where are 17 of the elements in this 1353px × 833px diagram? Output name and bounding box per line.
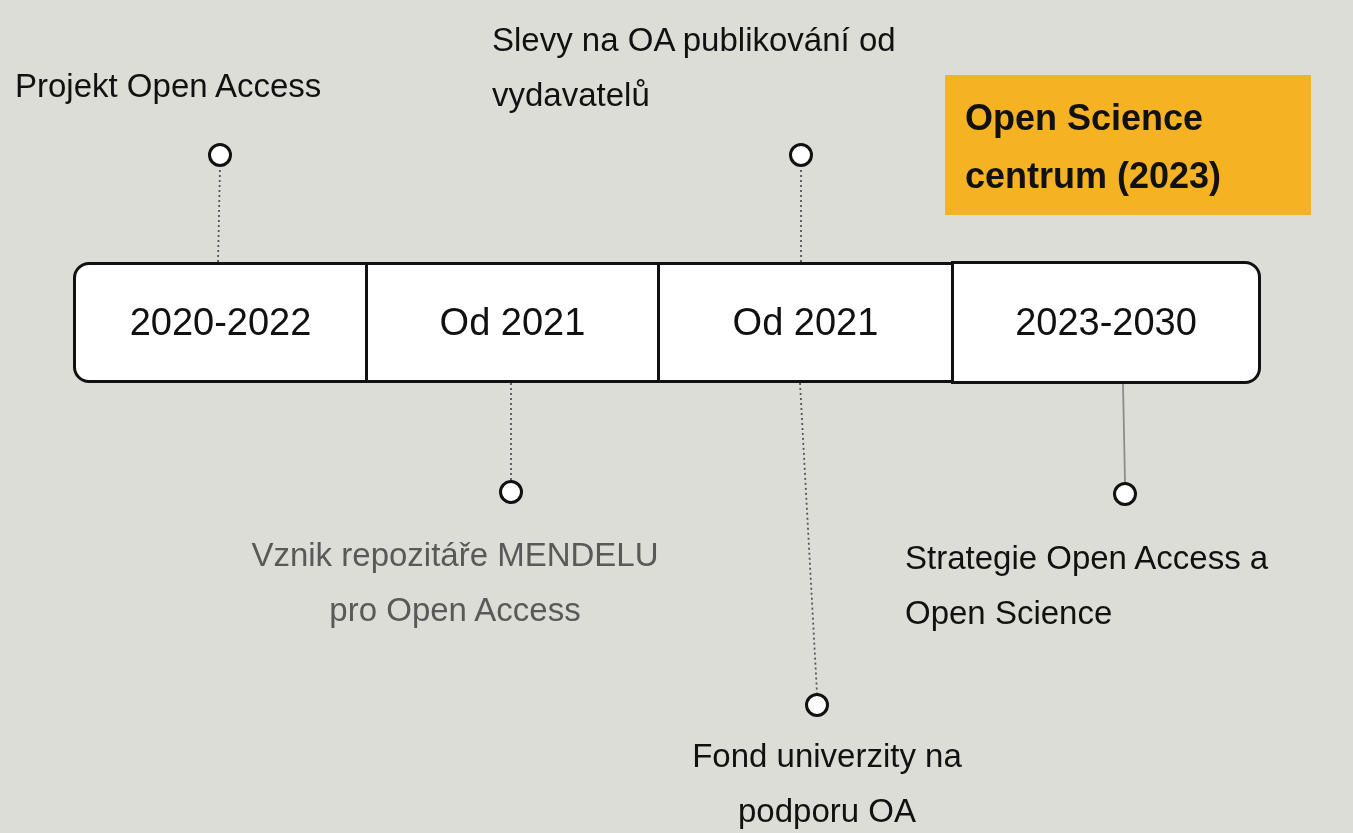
- timeline-marker: [499, 480, 523, 504]
- timeline-marker: [1113, 482, 1137, 506]
- event-label: Strategie Open Access a Open Science: [905, 538, 1270, 633]
- timeline-marker: [805, 693, 829, 717]
- timeline-segment: 2023-2030: [951, 261, 1261, 384]
- timeline-segment: Od 2021: [365, 262, 660, 383]
- event-label: Projekt Open Access: [15, 66, 323, 106]
- event-label: Vznik repozitáře MENDELU pro Open Access: [250, 535, 660, 630]
- highlight-box: Open Science centrum (2023): [945, 75, 1311, 215]
- timeline-marker: [208, 143, 232, 167]
- timeline-marker: [789, 143, 813, 167]
- event-label: Fond univerzity na podporu OA: [691, 736, 963, 831]
- timeline-segment: 2020-2022: [73, 262, 368, 383]
- leader-line: [510, 382, 512, 481]
- leader-line: [1122, 383, 1126, 483]
- timeline-segment: Od 2021: [657, 262, 954, 383]
- event-label: Slevy na OA publikování od vydavatelů: [492, 20, 897, 115]
